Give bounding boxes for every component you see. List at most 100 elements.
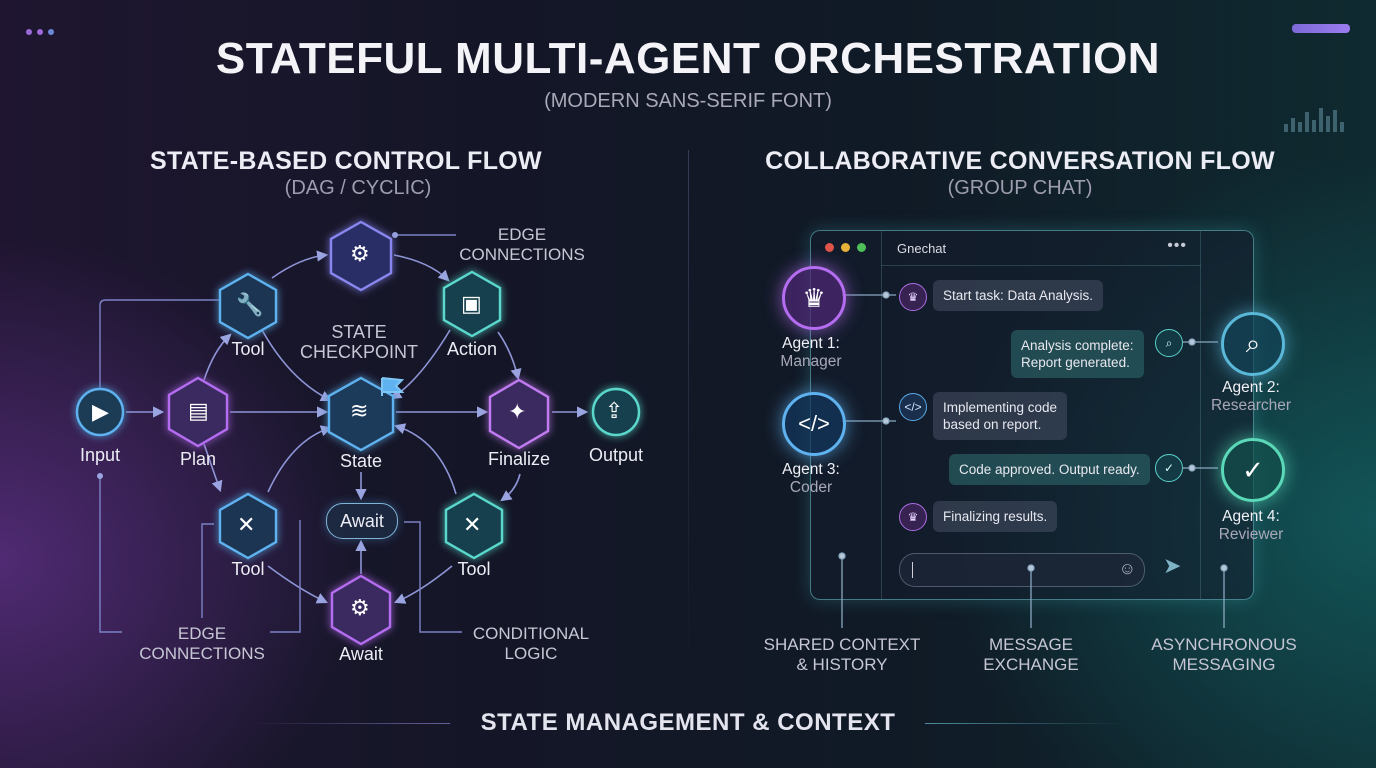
edge-finalize-toolbr bbox=[500, 473, 521, 502]
crown-icon: ♛ bbox=[899, 283, 927, 311]
left-section-title: STATE-BASED CONTROL FLOW bbox=[150, 147, 542, 175]
edge-toolbr-state bbox=[393, 423, 457, 495]
hex-finalize bbox=[488, 378, 550, 450]
hex-checkpoint bbox=[329, 220, 393, 292]
edge-action-state bbox=[390, 329, 451, 400]
agent-researcher-avatar: ⌕ bbox=[1221, 312, 1285, 376]
await-pill: Await bbox=[326, 503, 398, 539]
decor-dots bbox=[26, 22, 54, 40]
section-divider bbox=[688, 150, 689, 670]
tools-icon: ✕ bbox=[237, 512, 256, 537]
chat-window-title: Gnechat bbox=[897, 241, 947, 256]
chat-message: Implementing code based on report. bbox=[933, 392, 1068, 440]
edge-checkpoint-action bbox=[393, 254, 450, 282]
annotation-message-exchange: MESSAGE EXCHANGE bbox=[983, 635, 1079, 674]
clipboard-icon: ▤ bbox=[188, 398, 209, 423]
edge-tooltop-state bbox=[261, 329, 333, 402]
annotation-edge-top: EDGE CONNECTIONS bbox=[459, 225, 585, 264]
upload-icon: ⇪ bbox=[605, 398, 624, 423]
label-tool-br: Tool bbox=[457, 559, 491, 579]
loop-input-up bbox=[99, 299, 222, 390]
text-caret bbox=[912, 562, 913, 578]
annotation-edge-bottom: EDGE CONNECTIONS bbox=[139, 624, 265, 663]
circle-input bbox=[75, 387, 125, 437]
chat-message-input[interactable]: ☺ bbox=[899, 553, 1145, 587]
check-icon: ✓ bbox=[1155, 454, 1183, 482]
label-state: State bbox=[339, 451, 383, 471]
circle-output bbox=[591, 387, 641, 437]
decor-bars bbox=[1284, 108, 1347, 134]
emoji-icon[interactable]: ☺ bbox=[1118, 559, 1136, 578]
label-tool-top: Tool bbox=[231, 339, 265, 359]
agent-3-role: Coder bbox=[789, 479, 833, 496]
chat-sidebar bbox=[811, 231, 882, 599]
chat-message: Finalizing results. bbox=[933, 501, 1058, 532]
main-subtitle: (MODERN SANS-SERIF FONT) bbox=[544, 90, 832, 112]
hex-state bbox=[327, 376, 395, 452]
label-tool-bl: Tool bbox=[231, 559, 265, 579]
send-icon[interactable]: ➤ bbox=[1163, 553, 1182, 578]
hex-await-bottom bbox=[330, 574, 392, 646]
agent-4-name: Agent 4: bbox=[1222, 508, 1280, 525]
agent-2-name: Agent 2: bbox=[1222, 379, 1280, 396]
window-minimize-dot[interactable] bbox=[841, 243, 850, 252]
left-section-subtitle: (DAG / CYCLIC) bbox=[284, 177, 432, 199]
agent-manager-avatar: ♛ bbox=[782, 266, 846, 330]
wrench-icon: 🔧 bbox=[236, 292, 264, 317]
annotation-async-messaging: ASYNCHRONOUS MESSAGING bbox=[1151, 635, 1297, 674]
footer-title: STATE MANAGEMENT & CONTEXT bbox=[480, 709, 896, 736]
right-section-title: COLLABORATIVE CONVERSATION FLOW bbox=[765, 147, 1275, 175]
search-icon: ⌕ bbox=[1155, 329, 1183, 357]
label-await-bottom: Await bbox=[339, 644, 383, 664]
await-pill-label: Await bbox=[340, 511, 384, 531]
agent-reviewer-avatar: ✓ bbox=[1221, 438, 1285, 502]
edge-action-finalize bbox=[497, 331, 522, 381]
agent-1-role: Manager bbox=[780, 353, 842, 370]
chat-header: Gnechat ••• bbox=[881, 231, 1201, 266]
main-title: STATEFUL MULTI-AGENT ORCHESTRATION bbox=[215, 34, 1161, 83]
chat-rightbar bbox=[1200, 231, 1253, 599]
agent-1-name: Agent 1: bbox=[782, 335, 840, 352]
hex-tool-br bbox=[444, 492, 504, 560]
check-icon: ✓ bbox=[1242, 454, 1264, 485]
window-close-dot[interactable] bbox=[825, 243, 834, 252]
hex-tool-top bbox=[218, 272, 278, 340]
search-icon: ⌕ bbox=[1245, 328, 1261, 358]
label-state-checkpoint: STATE CHECKPOINT bbox=[299, 322, 419, 362]
annotation-shared-context: SHARED CONTEXT & HISTORY bbox=[763, 635, 921, 674]
agent-3-name: Agent 3: bbox=[782, 461, 840, 478]
database-icon: ≋ bbox=[350, 398, 369, 423]
edge-toolbr-awaitbottom bbox=[393, 565, 453, 604]
label-finalize: Finalize bbox=[487, 449, 551, 469]
chat-message: Analysis complete: Report generated. bbox=[1011, 330, 1144, 378]
magic-wand-icon: ✦ bbox=[508, 399, 527, 424]
crown-icon: ♛ bbox=[802, 282, 826, 313]
edge-tooltop-checkpoint bbox=[271, 250, 329, 279]
gear-icon: ⚙ bbox=[350, 595, 370, 620]
chat-window: Gnechat ••• ♛ Start task: Data Analysis.… bbox=[810, 230, 1254, 600]
code-icon: </> bbox=[798, 411, 830, 436]
label-input: Input bbox=[79, 445, 121, 465]
annotation-conditional: CONDITIONAL LOGIC bbox=[472, 624, 590, 663]
edge-label-line-await bbox=[270, 520, 301, 633]
tools-icon: ✕ bbox=[463, 512, 482, 537]
edge-toolbl-state bbox=[267, 425, 333, 493]
code-icon: </> bbox=[899, 393, 927, 421]
chat-message: Code approved. Output ready. bbox=[949, 454, 1150, 485]
label-plan: Plan bbox=[179, 449, 217, 469]
edge-plan-toolbl bbox=[203, 443, 223, 493]
edge-label-line-bottom bbox=[201, 523, 214, 618]
window-maximize-dot[interactable] bbox=[857, 243, 866, 252]
agent-coder-avatar: </> bbox=[782, 392, 846, 456]
crown-icon: ♛ bbox=[899, 503, 927, 531]
label-action: Action bbox=[446, 339, 498, 359]
hex-plan bbox=[167, 376, 229, 448]
edge-label-line-cond bbox=[404, 521, 462, 633]
network-icon: ⚙ bbox=[350, 241, 370, 266]
ellipsis-icon[interactable]: ••• bbox=[1167, 237, 1187, 254]
decor-bar bbox=[1292, 24, 1350, 33]
label-output: Output bbox=[588, 445, 644, 465]
chat-message: Start task: Data Analysis. bbox=[933, 280, 1104, 311]
agent-4-role: Reviewer bbox=[1218, 526, 1284, 543]
